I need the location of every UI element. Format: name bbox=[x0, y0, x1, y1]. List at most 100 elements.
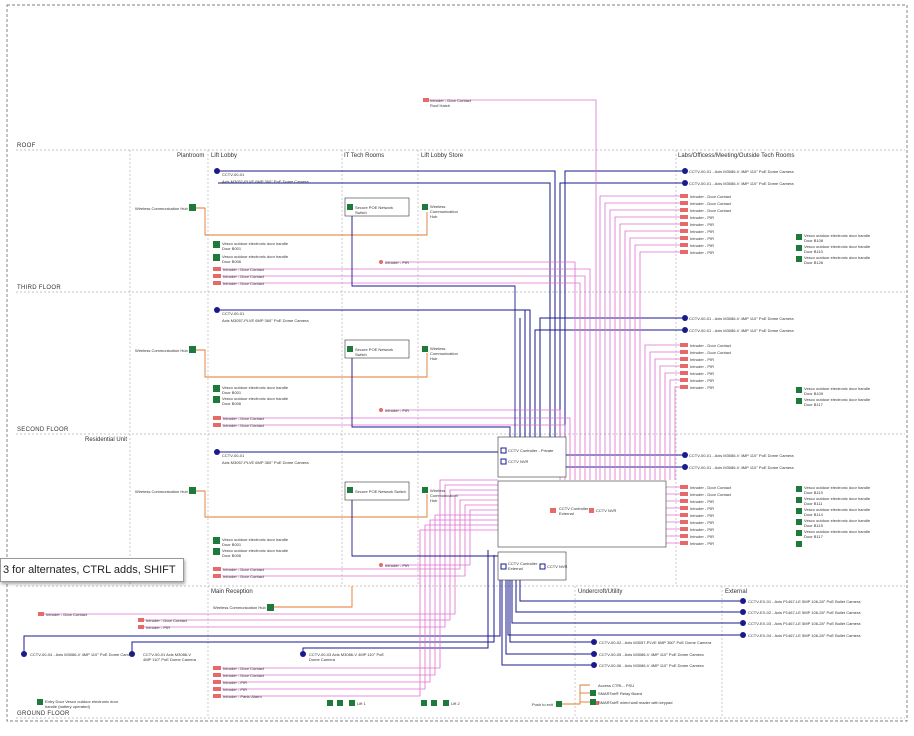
label-lab2-pir-4: Intruder - PIR bbox=[690, 520, 715, 525]
camera-icon bbox=[682, 464, 688, 470]
camera-icon bbox=[682, 452, 688, 458]
door-contact-icon bbox=[423, 98, 429, 102]
label-door-b006-second: Door B006 bbox=[222, 553, 242, 558]
label-lab2-handle-4: Vesco outdoor electronic door handle bbox=[804, 518, 871, 523]
door-contact-icon bbox=[213, 574, 221, 578]
label-contact-roof-3: Intruder - Door Contact bbox=[223, 281, 264, 286]
door-contact-icon bbox=[680, 485, 688, 489]
label-door-b006-third: Door B006 bbox=[222, 401, 242, 406]
door-contact-icon bbox=[680, 350, 688, 354]
pir-icon bbox=[680, 364, 688, 368]
label-handle-second-1: Vesco outdoor electronic door handle bbox=[222, 537, 289, 542]
pir-icon bbox=[680, 236, 688, 240]
camera-icon bbox=[682, 315, 688, 321]
floor-label-ground: GROUND FLOOR bbox=[17, 711, 70, 717]
label-gf-cam-3: CCTV-00-03 Axis M3086-V 4MP 110° PoE Dom… bbox=[309, 652, 385, 662]
label-lab2-contact-1: Intruder - Door Contact bbox=[690, 485, 731, 490]
label-gf-cam-2: CCTV-00-01 Axis M3086-V 4MP 110° PoE Dom… bbox=[143, 652, 197, 662]
label-cctv-roof: CCTV-00-01 bbox=[222, 172, 245, 177]
label-ext-cam-2: CCTV-EX-02 - Axis P1467-LE 5MP 106-28° P… bbox=[748, 610, 861, 615]
label-gf-contact-4: Intruder - Door Contact bbox=[223, 673, 264, 678]
label-lab2-pir-5: Intruder - PIR bbox=[690, 527, 715, 532]
pir-icon bbox=[680, 243, 688, 247]
camera-icon bbox=[682, 327, 688, 333]
label-lab3-pir-1: Intruder - PIR bbox=[690, 357, 715, 362]
label-handle-second-2: Vesco outdoor electronic door handle bbox=[222, 548, 289, 553]
label-cctv-lab-1: CCTV-00-01 - Axis M3086-V 4MP 110° PoE D… bbox=[689, 169, 794, 174]
label-gf-contact-1: Intruder - Door Contact bbox=[46, 612, 87, 617]
room-lift-lobby: Lift Lobby bbox=[211, 153, 238, 159]
door-contact-icon bbox=[213, 267, 221, 271]
door-handle-icon bbox=[796, 519, 802, 525]
label-lab3-pir-5: Intruder - PIR bbox=[690, 385, 715, 390]
room-plantroom: Plantroom bbox=[177, 153, 205, 159]
pir-icon bbox=[680, 222, 688, 226]
switch-icon bbox=[347, 346, 353, 352]
devices bbox=[21, 98, 802, 707]
label-lab3-contact-1: Intruder - Door Contact bbox=[690, 343, 731, 348]
label-poe-third: Secure POE Network Switch bbox=[355, 347, 394, 357]
label-cctv-lab-6: CCTV-00-01 - Axis M3086-V 4MP 110° PoE D… bbox=[689, 465, 794, 470]
diagram-border bbox=[6, 4, 908, 722]
lift-icon bbox=[443, 700, 449, 706]
label-lab2-pir-2: Intruder - PIR bbox=[690, 506, 715, 511]
camera-icon bbox=[300, 651, 306, 657]
room-main-reception: Main Reception bbox=[211, 589, 253, 595]
label-lab2-pir-7: Intruder - PIR bbox=[690, 541, 715, 546]
label-hub-roof: Wireless Communication Hub bbox=[135, 206, 188, 211]
label-ext-cam-4: CCTV-EX-04 - Axis P1467-LE 5MP 106-28° P… bbox=[748, 633, 861, 638]
hub-icon bbox=[267, 604, 274, 611]
door-handle-icon bbox=[796, 234, 802, 240]
label-door-b001-roof: Door B001 bbox=[222, 246, 242, 251]
label-cctv-third-model: Axis M3057-PLVE 6MP 360° PoE Dome Camera bbox=[222, 318, 309, 323]
label-handle-roof-1: Vesco outdoor electronic door handle bbox=[222, 241, 289, 246]
label-cctv-second-model: Axis M3057-PLVE 6MP 360° PoE Dome Camera bbox=[222, 460, 309, 465]
pir-icon bbox=[680, 541, 688, 545]
label-contact-second-1: Intruder - Door Contact bbox=[223, 567, 264, 572]
label-lab3-handle-1: Vesco outdoor electronic door handle bbox=[804, 386, 871, 391]
label-lab2-door-b115: Door B115 bbox=[804, 523, 823, 528]
door-contact-icon bbox=[213, 423, 221, 427]
label-ext-cam-3: CCTV-EX-03 - Axis P1467-LE 5MP 106-28° P… bbox=[748, 621, 861, 626]
label-lab-pir-6: Intruder - PIR bbox=[690, 250, 715, 255]
door-contact-icon bbox=[213, 666, 221, 670]
label-under-cam-3: CCTV-00-06 - Axis M3086-V 4MP 110° PoE D… bbox=[599, 663, 704, 668]
switch-icon bbox=[347, 204, 353, 210]
hub-icon bbox=[422, 204, 428, 210]
door-contact-icon bbox=[213, 274, 221, 278]
pir-icon bbox=[680, 371, 688, 375]
cctv-controller-external-box bbox=[497, 480, 667, 548]
label-entry-door: Entry Door Vesco outdoor electronic door… bbox=[45, 699, 119, 709]
pir-icon bbox=[680, 229, 688, 233]
camera-icon bbox=[740, 632, 746, 638]
label-pir-third: Intruder - PIR bbox=[385, 408, 410, 413]
label-lab-handle-2: Vesco outdoor electronic door handle bbox=[804, 244, 871, 249]
label-contact-second-2: Intruder - Door Contact bbox=[223, 574, 264, 579]
label-nvr-box: CCTV NVR bbox=[547, 564, 568, 569]
door-contact-icon bbox=[680, 194, 688, 198]
room-residential: Residential Unit bbox=[85, 437, 128, 443]
cctv-controller-private-box bbox=[497, 436, 567, 478]
label-lab2-handle-2: Vesco outdoor electronic door handle bbox=[804, 496, 871, 501]
label-door-b001-second: Door B001 bbox=[222, 542, 242, 547]
room-it-tech: IT Tech Rooms bbox=[344, 153, 385, 159]
floor-label-roof: ROOF bbox=[17, 143, 36, 149]
label-lab2-door-b119: Door B119 bbox=[804, 490, 823, 495]
reader-icon bbox=[590, 699, 596, 705]
nvr-icon bbox=[539, 563, 546, 570]
floor-label-second: SECOND FLOOR bbox=[17, 427, 69, 433]
pir-icon bbox=[680, 357, 688, 361]
door-contact-icon bbox=[680, 492, 688, 496]
panic-alarm-icon bbox=[213, 694, 221, 698]
label-lab-contact-2: Intruder - Door Contact bbox=[690, 201, 731, 206]
hub-cabling bbox=[193, 207, 590, 705]
label-contact-third-2: Intruder - Door Contact bbox=[223, 423, 264, 428]
label-lab-contact-3: Intruder - Door Contact bbox=[690, 208, 731, 213]
label-ctrl-private: CCTV Controller - Private bbox=[508, 448, 554, 453]
floor-label-third: THIRD FLOOR bbox=[17, 285, 61, 291]
label-gf-pir-3: Intruder - PIR bbox=[223, 687, 248, 692]
switch-links bbox=[351, 216, 516, 557]
nvr-icon bbox=[500, 458, 507, 465]
floor-lines bbox=[16, 149, 905, 719]
label-nvr-external: CCTV NVR bbox=[596, 508, 617, 513]
